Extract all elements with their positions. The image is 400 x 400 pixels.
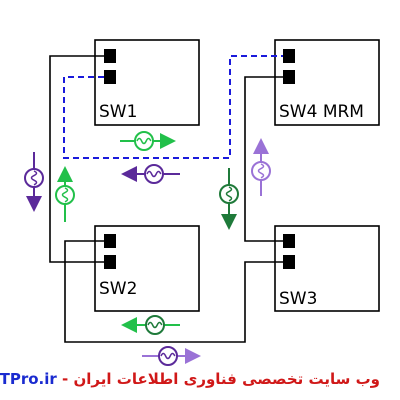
port (283, 70, 295, 84)
link-sw2-sw3 (64, 240, 283, 343)
link-sw1-sw2 (49, 55, 104, 263)
port (104, 70, 116, 84)
link-sw1-sw4-blocked (63, 55, 283, 159)
footer-text: - وب سایت تخصصی فناوری اطلاعات ایران (57, 370, 380, 388)
link-sw3-sw4 (244, 76, 283, 242)
footer-brand: ITPro.ir (0, 370, 57, 388)
switch-label: SW3 (279, 289, 317, 309)
switch-sw3: SW3 (274, 225, 380, 312)
switch-sw2: SW2 (94, 225, 200, 312)
frame-indicator-purple-left (121, 164, 180, 184)
frame-indicator-darkgreen-down (219, 168, 239, 230)
switch-label: SW1 (99, 102, 137, 122)
port (283, 49, 295, 63)
port (283, 234, 295, 248)
frame-indicator-purple-right (142, 346, 201, 366)
switch-sw1: SW1 (94, 39, 200, 126)
frame-indicator-purple-down (24, 152, 44, 212)
frame-indicator-lightpurple-up (251, 138, 271, 196)
port (104, 49, 116, 63)
switch-sw4: SW4 MRM (274, 39, 380, 126)
switch-label: SW4 MRM (279, 102, 364, 122)
port (104, 234, 116, 248)
frame-indicator-green-up (55, 166, 75, 222)
frame-indicator-green-right (120, 131, 176, 151)
svg-text:ITPro.ir - وب سایت تخصصی فناور: ITPro.ir - وب سایت تخصصی فناوری اطلاعات … (0, 370, 380, 388)
port (283, 255, 295, 269)
port (104, 255, 116, 269)
switch-label: SW2 (99, 279, 137, 299)
footer-watermark: ITPro.ir - وب سایت تخصصی فناوری اطلاعات … (0, 370, 380, 388)
frame-indicator-green-left (121, 315, 180, 335)
